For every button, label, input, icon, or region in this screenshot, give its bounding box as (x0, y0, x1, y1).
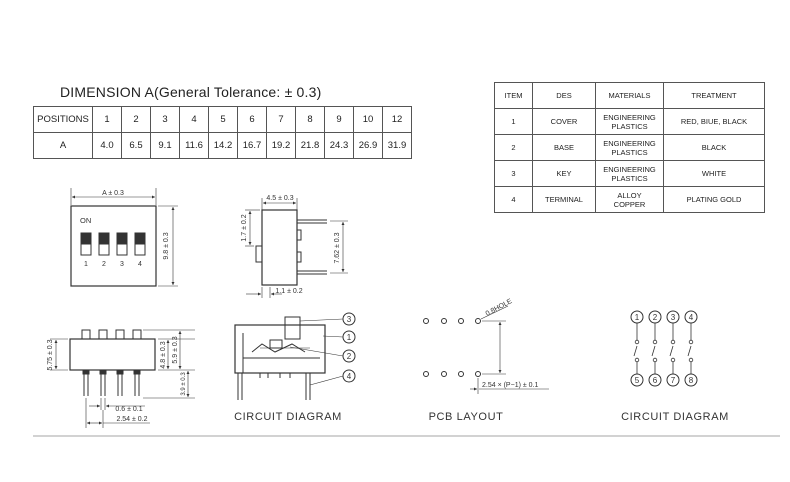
a-value-cell: 31.9 (382, 132, 412, 159)
cross-section (234, 312, 356, 400)
callout-number: 1 (347, 333, 352, 342)
table-row: POSITIONS 1 2 3 4 5 6 7 8 9 10 12 (33, 106, 412, 133)
circuit-diagram (630, 310, 698, 387)
pin-number: 8 (689, 376, 694, 385)
switch-number: 3 (120, 261, 124, 268)
row-header-a: A (33, 132, 93, 159)
position-cell: 1 (92, 106, 122, 133)
on-label: ON (80, 216, 91, 225)
pcb-layout (423, 305, 549, 394)
pin-number: 4 (689, 313, 694, 322)
cross-section-caption: CIRCUIT DIAGRAM (234, 411, 342, 423)
top-height-dim: 9.8 ± 0.3 (163, 232, 170, 259)
position-cell: 9 (324, 106, 354, 133)
side-left-dim: 1.7 ± 0.2 (241, 214, 248, 241)
position-cell: 5 (208, 106, 238, 133)
materials-line: COPPER (613, 199, 646, 209)
position-cell: 7 (266, 106, 296, 133)
pin-number: 2 (653, 313, 658, 322)
materials-line: ALLOY (617, 190, 642, 200)
a-value-cell: 14.2 (208, 132, 238, 159)
pin-number: 3 (671, 313, 676, 322)
position-cell: 2 (121, 106, 151, 133)
materials-line: PLASTICS (611, 147, 648, 157)
pcb-layout-caption: PCB LAYOUT (429, 411, 504, 423)
dimension-title: DIMENSION A(General Tolerance: ± 0.3) (60, 84, 322, 100)
pin-width-dim: 0.6 ± 0.1 (115, 406, 142, 413)
a-value-cell: 24.3 (324, 132, 354, 159)
side-right-dim: 7.62 ± 0.3 (334, 232, 341, 263)
table-row: A 4.0 6.5 9.1 11.6 14.2 16.7 19.2 21.8 2… (33, 132, 412, 159)
front-view (50, 329, 195, 428)
switch-number: 2 (102, 261, 106, 268)
pin-number: 5 (635, 376, 640, 385)
materials-line: ENGINEERING (603, 112, 656, 122)
circuit-caption: CIRCUIT DIAGRAM (621, 411, 729, 423)
position-cell: 10 (353, 106, 383, 133)
materials-table: ITEM DES MATERIALS TREATMENT 1 COVER ENG… (494, 82, 765, 213)
top-view (70, 188, 178, 287)
treatment-cell: BLACK (663, 134, 765, 161)
position-cell: 4 (179, 106, 209, 133)
top-width-dim: A ± 0.3 (102, 190, 124, 197)
front-left-dim: 5.75 ± 0.3 (47, 339, 54, 370)
switch-number: 1 (84, 261, 88, 268)
header-treatment: TREATMENT (663, 82, 765, 109)
front-right-dim-upper: 4.8 ± 0.3 (160, 341, 167, 368)
item-cell: 2 (494, 134, 533, 161)
callout-number: 3 (347, 315, 352, 324)
treatment-cell: PLATING GOLD (663, 186, 765, 213)
pcb-pitch-label: 2.54 × (P−1) ± 0.1 (482, 382, 538, 389)
callout-number: 4 (347, 372, 352, 381)
switch-number: 4 (138, 261, 142, 268)
hole-label: 0.8HOLE (485, 298, 514, 318)
pitch-dim: 2.54 ± 0.2 (116, 416, 147, 423)
materials-line: PLASTICS (611, 121, 648, 131)
materials-line: ENGINEERING (603, 164, 656, 174)
pin-number: 6 (653, 376, 658, 385)
a-value-cell: 6.5 (121, 132, 151, 159)
pin-number: 7 (671, 376, 676, 385)
side-bottom-dim: 1.1 ± 0.2 (275, 288, 302, 295)
a-value-cell: 16.7 (237, 132, 267, 159)
side-top-dim: 4.5 ± 0.3 (266, 195, 293, 202)
dimension-table: POSITIONS 1 2 3 4 5 6 7 8 9 10 12 A 4.0 … (33, 106, 412, 159)
treatment-cell: RED, BIUE, BLACK (663, 108, 765, 135)
materials-line: PLASTICS (611, 173, 648, 183)
materials-line: ENGINEERING (603, 138, 656, 148)
a-value-cell: 19.2 (266, 132, 296, 159)
pin-number: 1 (635, 313, 640, 322)
des-cell: TERMINAL (532, 186, 596, 213)
callout-number: 2 (347, 352, 352, 361)
a-value-cell: 4.0 (92, 132, 122, 159)
front-right-dim-mid: 5.9 ± 0.3 (172, 336, 179, 363)
row-header-positions: POSITIONS (33, 106, 93, 133)
des-cell: BASE (532, 134, 596, 161)
a-value-cell: 26.9 (353, 132, 383, 159)
front-right-dim-lower: 3.9 ± 0.3 (181, 372, 187, 396)
side-view (245, 198, 348, 298)
